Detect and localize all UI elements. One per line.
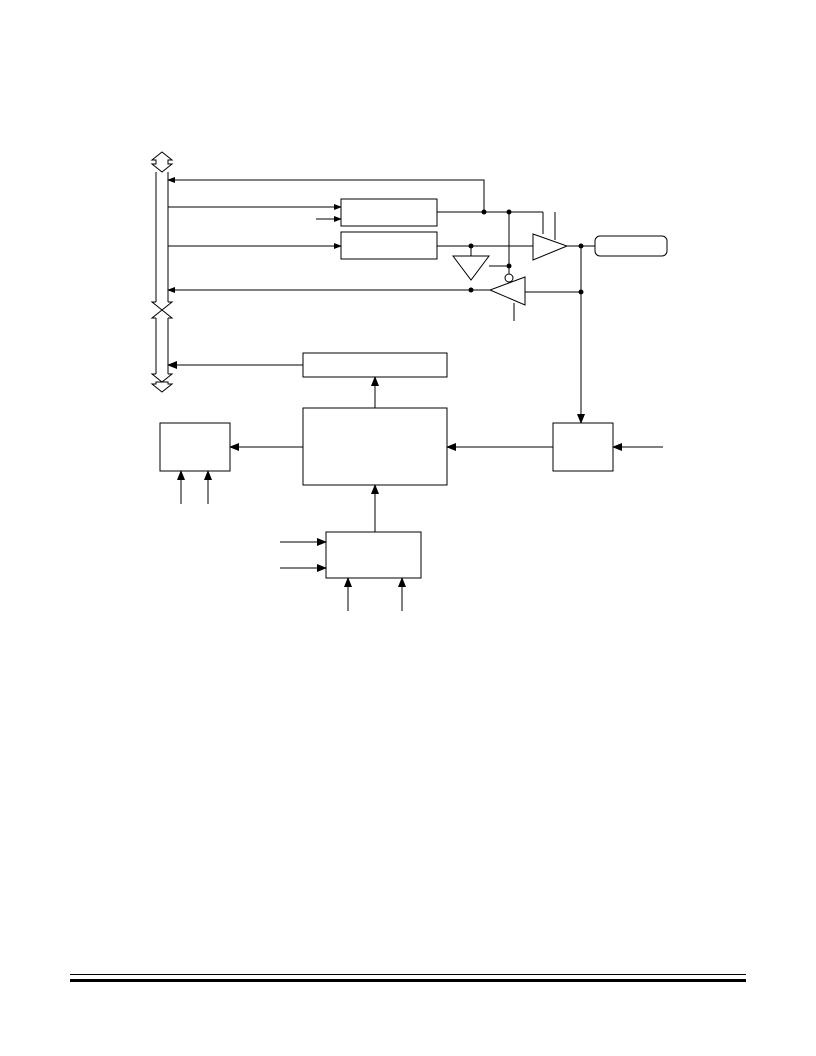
bus-middle-arrow-icon [150, 301, 174, 319]
footer-rule-thick [70, 979, 746, 982]
bidirectional-bus [150, 151, 174, 393]
bus-top-arrow-icon [150, 151, 174, 173]
feedback-line [167, 177, 485, 212]
register-a [340, 198, 438, 227]
input-buffer [488, 276, 526, 306]
inversion-bubble-icon [504, 273, 514, 283]
footer-rule-thin [70, 974, 746, 975]
junction-dots [468, 209, 584, 295]
bottom-block [325, 531, 422, 579]
bus-bottom-arrow-icon [150, 373, 174, 393]
pin-terminal [594, 235, 668, 257]
output-buffer [532, 233, 569, 261]
control-logic [302, 407, 448, 486]
enable-buffer [452, 255, 490, 281]
left-block [159, 422, 231, 472]
register-b [340, 231, 438, 260]
bus-interface [302, 352, 448, 378]
right-block [552, 422, 614, 472]
